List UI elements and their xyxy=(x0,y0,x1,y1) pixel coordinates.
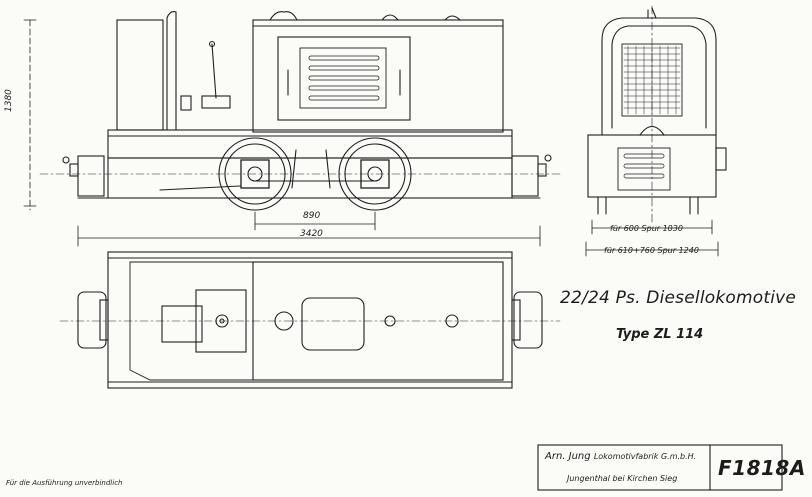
manufacturer-location: Jungenthal bei Kirchen Sieg xyxy=(567,474,678,483)
drawing-type: Type ZL 114 xyxy=(616,327,704,342)
drawing-number: F1818A xyxy=(718,456,806,480)
side-elevation xyxy=(23,11,561,247)
manufacturer-rest: Lokomotivfabrik G.m.b.H. xyxy=(593,452,697,461)
plan-view xyxy=(59,251,561,389)
drawing-title: 22/24 Ps. Diesellokomotive xyxy=(560,288,797,308)
gauge-600-label: für 600 Spur 1030 xyxy=(610,224,683,233)
title-block-frame xyxy=(537,444,783,491)
manufacturer-short: Arn. Jung xyxy=(545,451,591,462)
height-dimension-label: 1380 xyxy=(4,89,14,112)
overall-length-dimension-label: 3420 xyxy=(300,229,323,239)
gauge-610-760-label: für 610+760 Spur 1240 xyxy=(604,246,699,255)
disclaimer-note: Für die Ausführung unverbindlich xyxy=(6,479,123,487)
end-view xyxy=(585,5,727,257)
wheelbase-dimension-label: 890 xyxy=(303,211,321,221)
manufacturer-name: Arn. Jung Lokomotivfabrik G.m.b.H. xyxy=(545,451,696,462)
